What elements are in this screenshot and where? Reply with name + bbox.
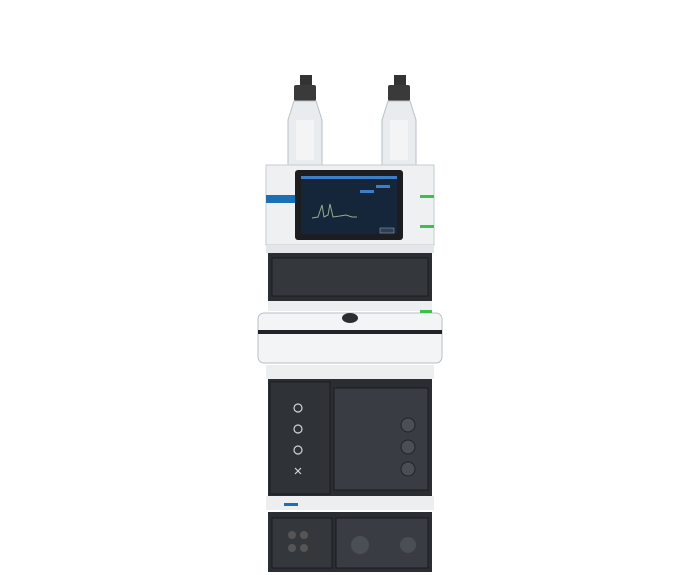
instrument-touchscreen[interactable] (295, 170, 403, 240)
detector-module (268, 512, 432, 572)
solvent-bottle-right (381, 75, 417, 166)
column-compartment (257, 310, 443, 364)
chromatogram-trace (311, 203, 357, 219)
solvent-bottle-left (287, 75, 323, 166)
autosampler-module (266, 365, 434, 510)
pump-module (266, 245, 434, 311)
sample-drawer-buttons[interactable] (293, 403, 303, 475)
